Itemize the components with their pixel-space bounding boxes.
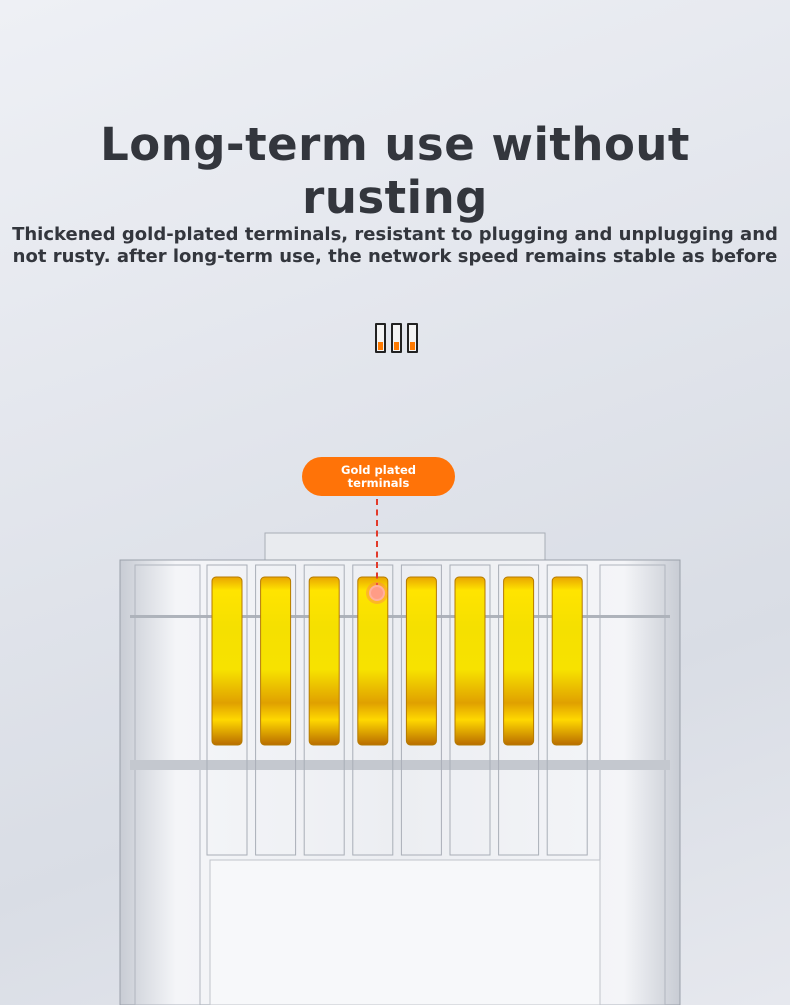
- signal-bars-icon: [375, 323, 418, 353]
- gold-terminal-pin: [260, 576, 292, 746]
- gold-terminal-pin: [357, 576, 389, 746]
- pin-slot: [255, 564, 297, 856]
- gold-terminal-pin: [405, 576, 437, 746]
- pin-slot: [449, 564, 491, 856]
- pin-slot: [400, 564, 442, 856]
- pin-slot: [352, 564, 394, 856]
- description-line-1: Thickened gold-plated terminals, resista…: [12, 224, 778, 245]
- callout-leader-line: [376, 499, 378, 589]
- gold-terminal-pin: [454, 576, 486, 746]
- callout-line-1: Gold plated: [341, 462, 416, 477]
- gold-terminal-pin: [551, 576, 583, 746]
- page-title: Long-term use without rusting: [100, 118, 690, 224]
- gold-terminal-pin: [503, 576, 535, 746]
- callout-target-dot: [369, 585, 385, 601]
- gold-terminal-pin: [211, 576, 243, 746]
- description-line-2: not rusty. after long-term use, the netw…: [12, 246, 778, 267]
- pin-slot: [206, 564, 248, 856]
- callout-line-2: terminals: [347, 475, 410, 490]
- pin-slot: [303, 564, 345, 856]
- pin-slot: [546, 564, 588, 856]
- pin-slot: [498, 564, 540, 856]
- callout-badge: Gold plated terminals: [302, 457, 455, 496]
- gold-terminal-pin: [308, 576, 340, 746]
